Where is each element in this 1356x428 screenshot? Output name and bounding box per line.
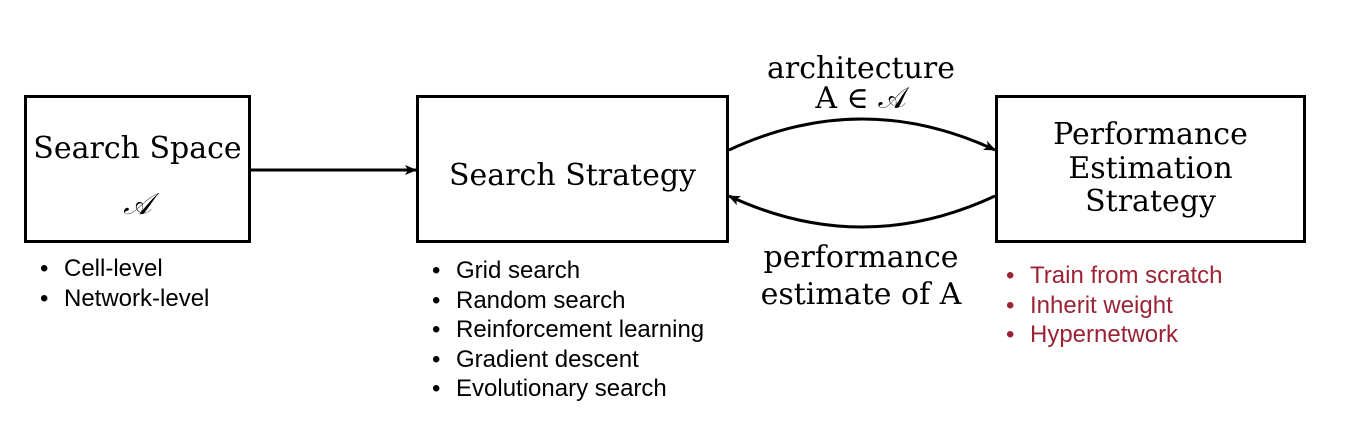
performance-label: performance [763,240,959,275]
search-space-symbol: 𝒜 [123,187,152,222]
performance-estimation-line2: Estimation [1068,151,1233,186]
list-item: Gradient descent [428,345,704,375]
list-item: Cell-level [36,254,209,284]
performance-estimation-list: Train from scratch Inherit weight Hypern… [1002,261,1222,350]
list-item: Network-level [36,284,209,314]
list-item: Reinforcement learning [428,315,704,345]
search-strategy-box: Search Strategy [416,95,729,243]
list-item: Evolutionary search [428,374,704,404]
list-item: Inherit weight [1002,291,1222,321]
list-item: Random search [428,286,704,316]
performance-estimation-box: Performance Estimation Strategy [995,95,1306,243]
search-strategy-list: Grid search Random search Reinforcement … [428,256,704,404]
architecture-arrow [728,117,996,152]
architecture-label: architecture [766,51,956,86]
search-space-title: Search Space [33,131,242,166]
performance-estimation-line3: Strategy [1085,184,1216,219]
list-item: Hypernetwork [1002,320,1222,350]
performance-feedback-arrow [728,194,996,229]
estimate-label: estimate of A [760,277,962,312]
search-space-box: Search Space 𝒜 [24,95,251,243]
list-item: Grid search [428,256,704,286]
list-item: Train from scratch [1002,261,1222,291]
performance-estimation-line1: Performance [1053,117,1248,152]
search-strategy-title: Search Strategy [449,158,696,193]
search-space-list: Cell-level Network-level [36,254,209,313]
architecture-symbol-label: A ∈ 𝒜 [815,81,907,116]
